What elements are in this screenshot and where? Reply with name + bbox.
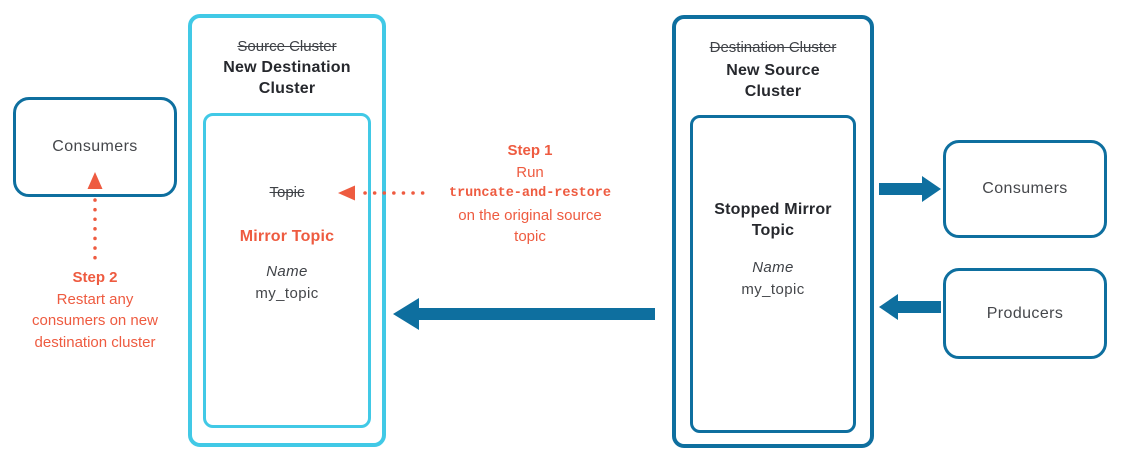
step1-dotted-arrow-icon <box>338 185 430 201</box>
destination-cluster-new-title: New Destination Cluster <box>223 59 351 97</box>
left-consumers-label: Consumers <box>52 138 138 155</box>
step2-annotation: Step 2 Restart any consumers on new dest… <box>25 267 165 353</box>
step1-command: truncate-and-restore <box>448 186 612 201</box>
destination-cluster-old-title: Source Cluster <box>237 38 337 55</box>
step1-pre: Run <box>516 163 544 181</box>
right-topic-name-label: Name <box>752 259 794 276</box>
left-topic-name-value: my_topic <box>255 285 319 302</box>
stopped-mirror-topic-label: Stopped Mirror Topic <box>714 201 832 239</box>
step1-title: Step 1 <box>507 142 553 159</box>
topic-old-label: Topic <box>269 184 305 201</box>
consumers-arrow-icon <box>879 176 941 202</box>
right-producers-label: Producers <box>986 304 1064 322</box>
step1-annotation: Step 1 Run truncate-and-restore on the o… <box>435 140 625 248</box>
right-topic-name-value: my_topic <box>741 281 805 298</box>
source-cluster-old-title: Destination Cluster <box>709 39 837 56</box>
step2-dotted-arrow-icon <box>87 172 103 264</box>
step2-text: Restart any consumers on new destination… <box>32 290 158 351</box>
mirror-topic-label: Mirror Topic <box>239 228 335 245</box>
right-producers-box: Producers <box>943 268 1107 359</box>
source-cluster-new-title: New Source Cluster <box>726 62 820 100</box>
step2-title: Step 2 <box>72 269 118 286</box>
left-topic-name-label: Name <box>266 263 308 280</box>
producers-arrow-icon <box>879 294 941 320</box>
stopped-mirror-topic-box <box>690 115 856 433</box>
right-consumers-label: Consumers <box>982 180 1068 197</box>
mirror-topic-box <box>203 113 371 428</box>
step1-post: on the original source topic <box>458 206 602 246</box>
right-consumers-box: Consumers <box>943 140 1107 238</box>
failover-transfer-arrow-icon <box>393 298 655 330</box>
